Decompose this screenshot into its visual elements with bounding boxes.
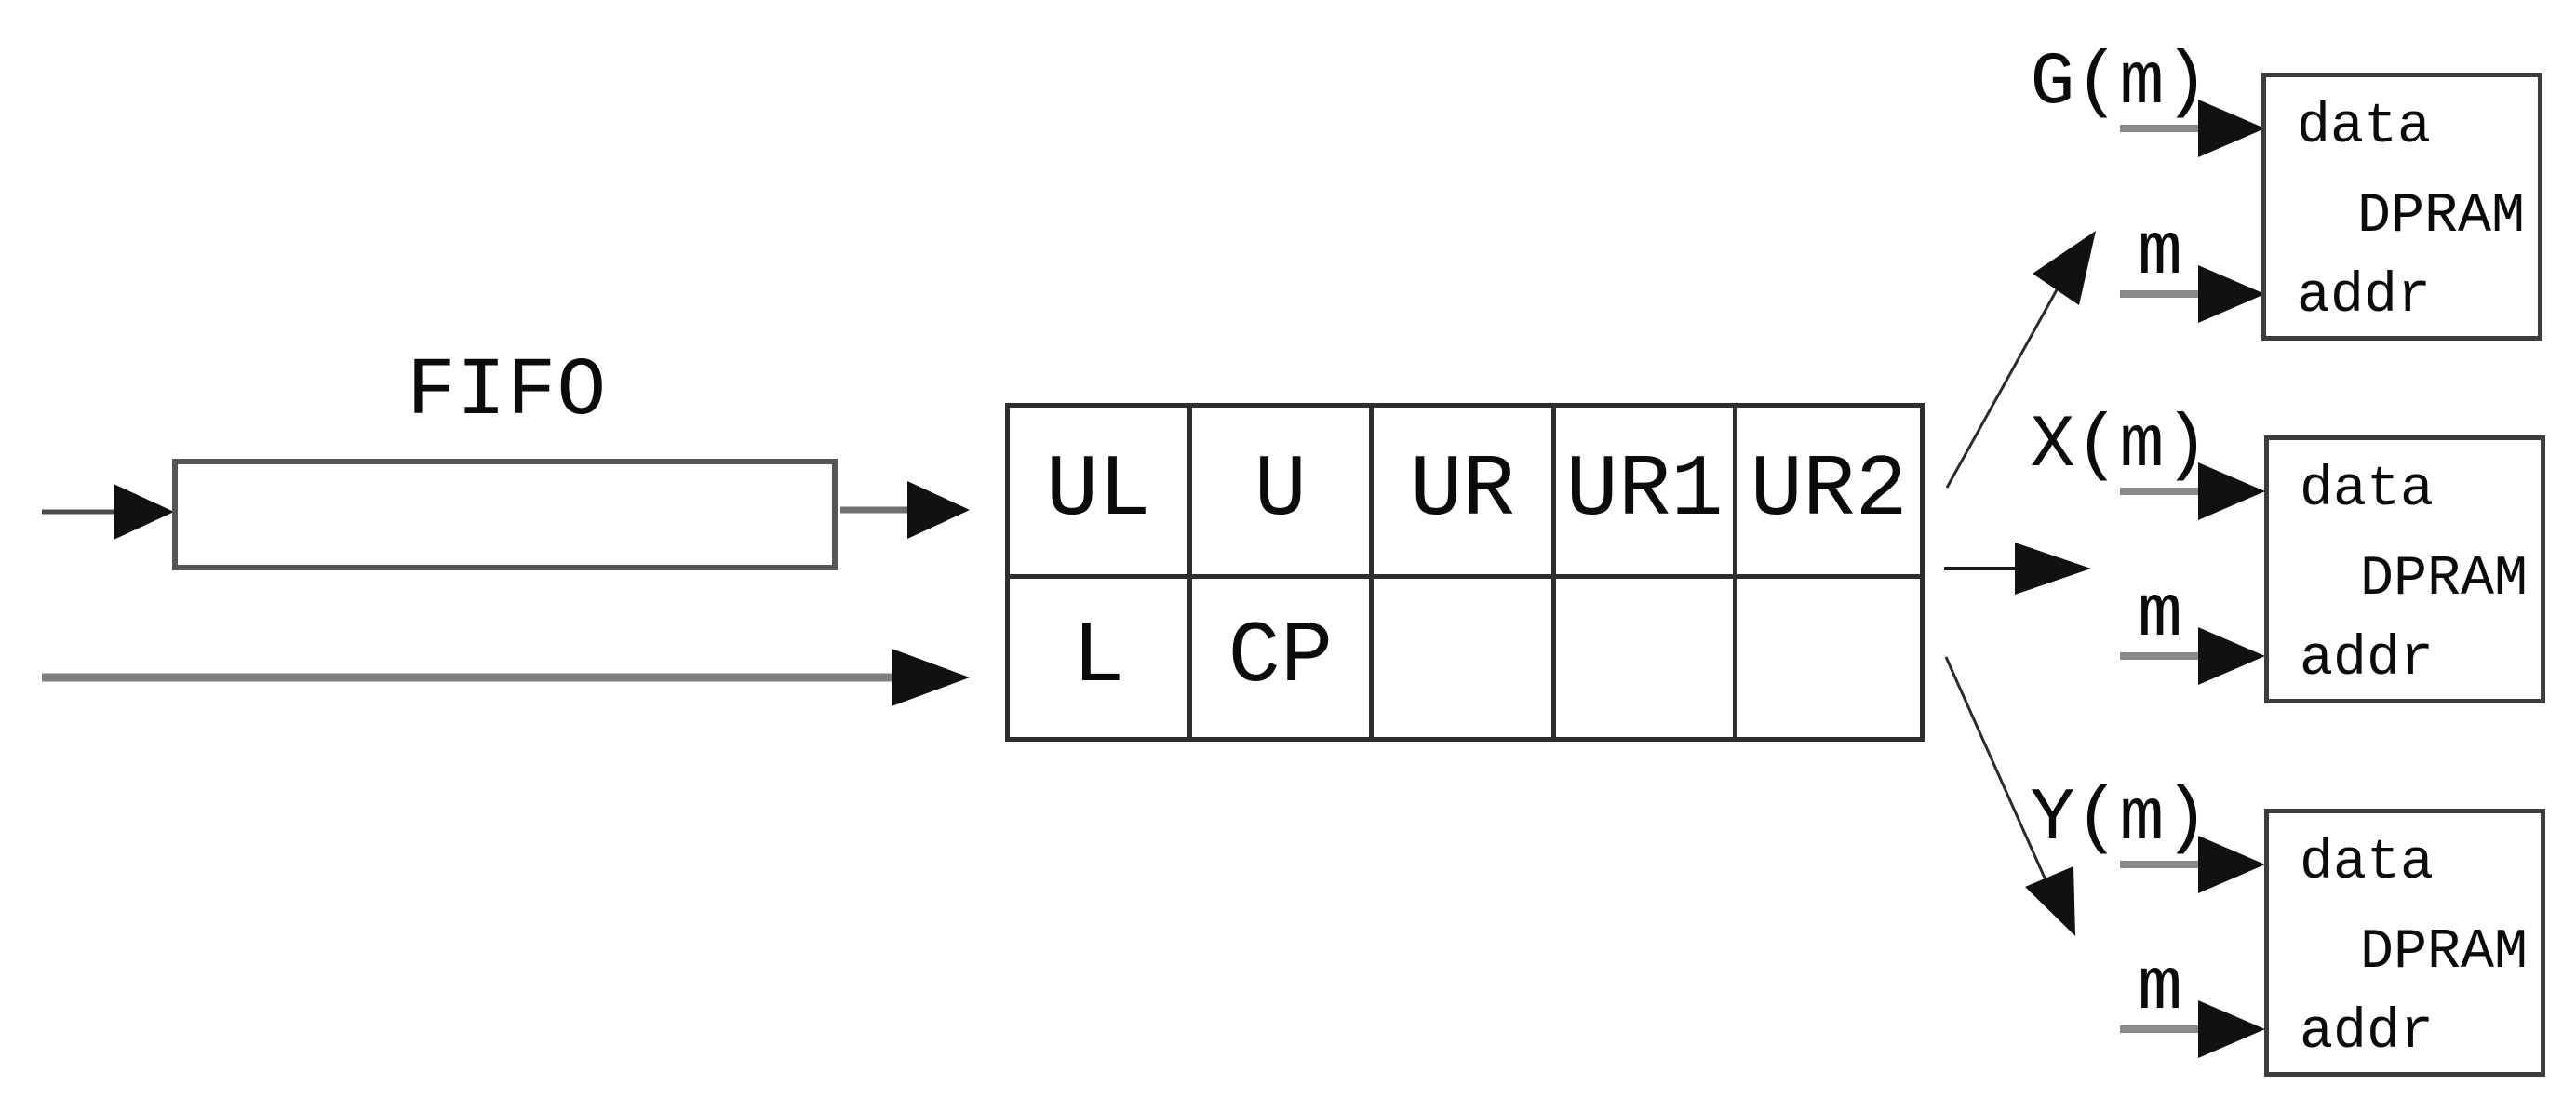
dpram-block-x: data DPRAM addr <box>2264 435 2545 703</box>
fanout-up-arrow <box>1945 231 2096 489</box>
table-cell-empty-3 <box>1737 579 1920 737</box>
x-addr-signal-label: m <box>2137 573 2182 658</box>
fifo-label: FIFO <box>407 346 608 438</box>
dpram-block-y: data DPRAM addr <box>2264 809 2545 1077</box>
fifo-box <box>172 459 838 570</box>
fifo-output-arrow <box>840 481 970 539</box>
table-cell-ul: UL <box>1010 408 1192 579</box>
dpram-x-data-port: data <box>2300 459 2435 522</box>
dpram-x-title: DPRAM <box>2359 548 2528 611</box>
dpram-y-data-port: data <box>2300 832 2435 895</box>
table-cell-empty-2 <box>1556 579 1738 737</box>
y-addr-arrow <box>2120 1000 2265 1058</box>
fanout-mid-arrow <box>1944 543 2091 595</box>
dpram-g-data-port: data <box>2297 96 2432 159</box>
buffer-table: UL U UR UR1 UR2 L CP <box>1005 403 1925 742</box>
table-cell-empty-1 <box>1374 579 1556 737</box>
dpram-y-addr-port: addr <box>2300 1001 2435 1065</box>
table-cell-l: L <box>1010 579 1192 737</box>
dpram-y-title: DPRAM <box>2359 921 2528 985</box>
dpram-x-addr-port: addr <box>2300 628 2435 691</box>
dpram-g-addr-port: addr <box>2297 265 2432 328</box>
table-cell-ur: UR <box>1374 408 1556 579</box>
table-cell-ur2: UR2 <box>1737 408 1920 579</box>
dpram-g-title: DPRAM <box>2356 185 2525 248</box>
y-addr-signal-label: m <box>2137 946 2182 1031</box>
y-data-arrow <box>2120 836 2265 893</box>
fifo-input-arrow <box>42 484 174 540</box>
lower-input-arrow <box>42 649 970 706</box>
x-addr-arrow <box>2120 627 2265 685</box>
x-signal-label: X(m) <box>2030 404 2209 489</box>
g-addr-arrow <box>2120 265 2265 323</box>
g-data-arrow <box>2120 100 2265 157</box>
table-cell-ur1: UR1 <box>1555 408 1738 579</box>
g-addr-signal-label: m <box>2137 211 2182 296</box>
dpram-block-g: data DPRAM addr <box>2261 73 2542 341</box>
g-signal-label: G(m) <box>2030 41 2209 126</box>
y-signal-label: Y(m) <box>2030 777 2209 862</box>
x-data-arrow <box>2120 462 2265 520</box>
table-cell-cp: CP <box>1192 579 1375 737</box>
table-cell-u: U <box>1191 408 1375 579</box>
fanout-down-arrow <box>1944 656 2075 936</box>
